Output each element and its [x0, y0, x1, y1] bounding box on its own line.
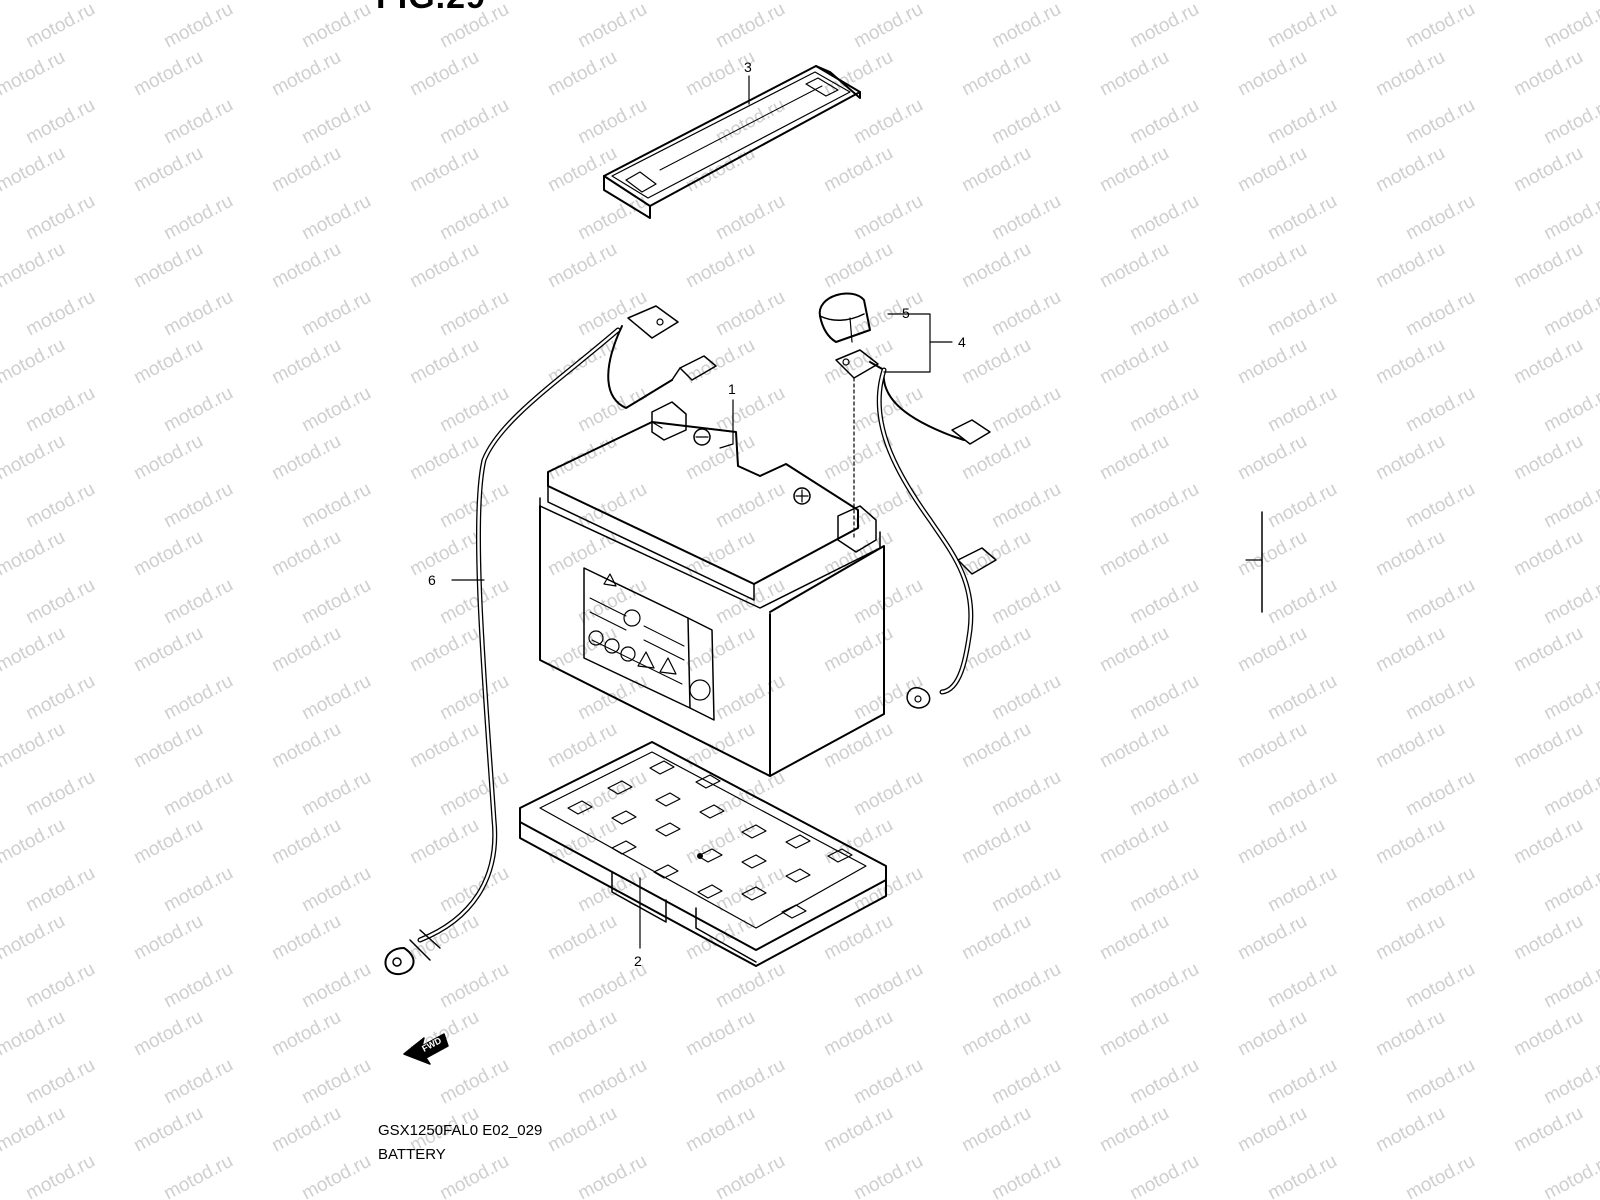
battery-icon[interactable]	[539, 401, 885, 777]
figure-title: FIG.29	[376, 0, 486, 17]
callout-1[interactable]: 1	[728, 381, 736, 397]
section-name: BATTERY	[378, 1146, 446, 1163]
callout-4[interactable]: 4	[958, 334, 966, 350]
positive-cable-icon[interactable]	[835, 349, 997, 709]
callout-5[interactable]: 5	[902, 305, 910, 321]
terminal-cover-icon[interactable]	[818, 292, 871, 343]
negative-cable-icon[interactable]	[384, 305, 717, 976]
model-code: GSX1250FAL0 E02_029	[378, 1122, 543, 1139]
battery-tray-icon[interactable]	[519, 741, 887, 967]
leader-lines	[451, 75, 1263, 949]
battery-strap-icon[interactable]	[603, 65, 861, 219]
forward-direction-icon: FWD	[403, 1033, 449, 1065]
callout-6[interactable]: 6	[428, 572, 436, 588]
callout-3[interactable]: 3	[744, 59, 752, 75]
callout-2[interactable]: 2	[634, 953, 642, 969]
